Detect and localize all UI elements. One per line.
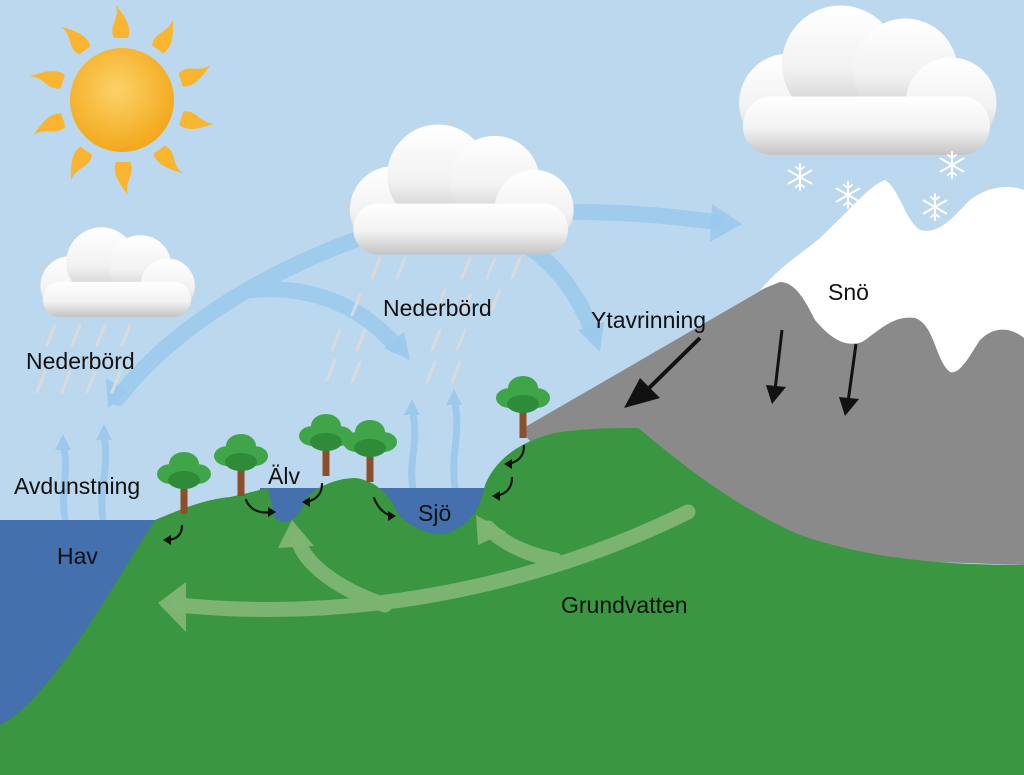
arrow-icon xyxy=(567,204,723,230)
runoff-arrow-heads xyxy=(163,459,512,545)
label-river: Älv xyxy=(268,463,300,489)
label-precipitation-center: Nederbörd xyxy=(383,295,492,321)
label-surface-runoff: Ytavrinning xyxy=(591,307,706,333)
label-lake: Sjö xyxy=(418,500,451,526)
arrow-icon xyxy=(244,281,403,353)
arrow-icon xyxy=(522,240,600,338)
water-flow-arrows xyxy=(110,204,723,406)
snowmelt-arrows xyxy=(766,329,859,416)
label-precipitation-left: Nederbörd xyxy=(26,348,135,374)
label-snow: Snö xyxy=(828,279,869,305)
arrow-icon xyxy=(106,378,128,408)
rain-streak xyxy=(35,256,522,394)
snow-cap xyxy=(760,180,1024,373)
arrow-icon xyxy=(710,204,742,242)
evaporation-arrows xyxy=(59,396,461,522)
arrow-icon xyxy=(578,322,604,352)
sun-icon xyxy=(29,5,215,195)
land xyxy=(0,428,1024,775)
label-groundwater: Grundvatten xyxy=(561,592,688,618)
arrow-icon xyxy=(384,332,410,360)
label-evaporation: Avdunstning xyxy=(14,473,140,499)
arrow-icon xyxy=(110,232,363,406)
surface-runoff-arrow xyxy=(624,336,702,408)
label-sea: Hav xyxy=(57,543,98,569)
